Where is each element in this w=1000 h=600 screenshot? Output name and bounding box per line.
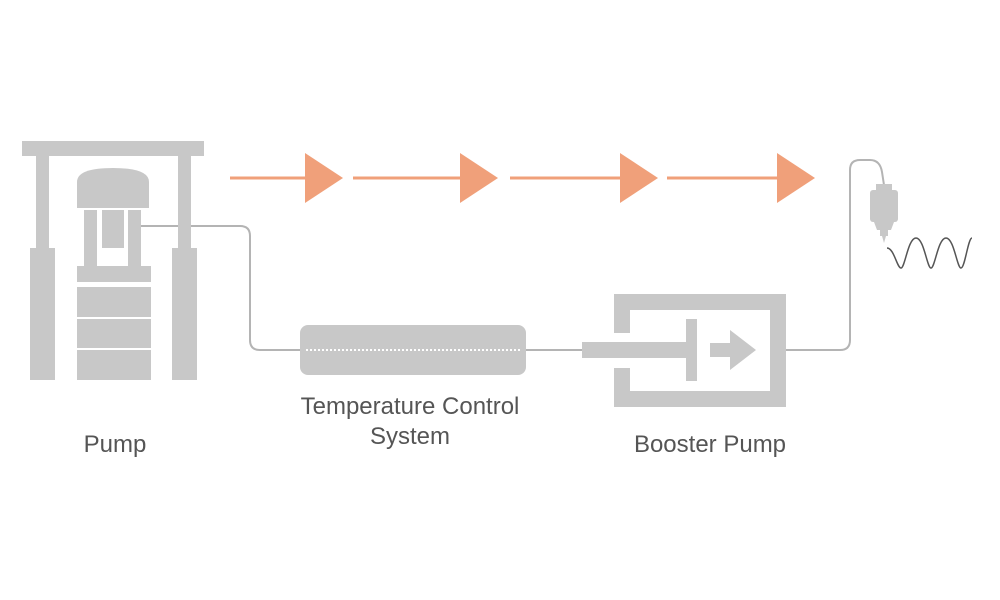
temperature-control-label-line2: System <box>369 423 450 450</box>
pump-left-leg <box>30 248 55 380</box>
temperature-control-label-line1: Temperature Control <box>300 393 520 420</box>
pump-right-column <box>178 156 191 248</box>
pump-piston-head <box>77 168 149 208</box>
right-arrow-icon <box>667 153 815 203</box>
right-arrow-icon <box>710 330 756 370</box>
temperature-control-unit <box>300 325 526 375</box>
temperature-control-label: Temperature Control System <box>270 392 550 452</box>
pump-plate <box>77 266 151 282</box>
sensor-icon <box>870 184 898 243</box>
pump-right-leg <box>172 248 197 380</box>
sine-wave-icon <box>886 237 973 269</box>
pump-rod-1 <box>84 210 97 266</box>
booster-piston-plate <box>686 319 697 381</box>
right-arrow-icon <box>510 153 658 203</box>
booster-piston-rod <box>582 342 686 358</box>
booster-pump <box>582 294 786 407</box>
pump-left-column <box>36 156 49 248</box>
pipes <box>140 159 885 351</box>
right-arrow-icon <box>353 153 498 203</box>
pump-rod-3 <box>128 210 141 266</box>
pump-top-beam <box>22 141 204 156</box>
pump-base-dividers <box>77 317 151 350</box>
pump-label: Pump <box>83 431 147 458</box>
right-arrow-icon <box>230 153 343 203</box>
booster-pump-label: Booster Pump <box>633 431 787 458</box>
pipe-pump-to-temperature-control <box>140 225 300 351</box>
pipe-booster-to-sensor <box>786 159 885 351</box>
pump-rod-2 <box>102 210 124 248</box>
booster-housing <box>614 294 786 407</box>
pump-base-block <box>77 287 151 380</box>
flow-arrows <box>230 153 815 203</box>
pump-machine <box>22 141 204 380</box>
